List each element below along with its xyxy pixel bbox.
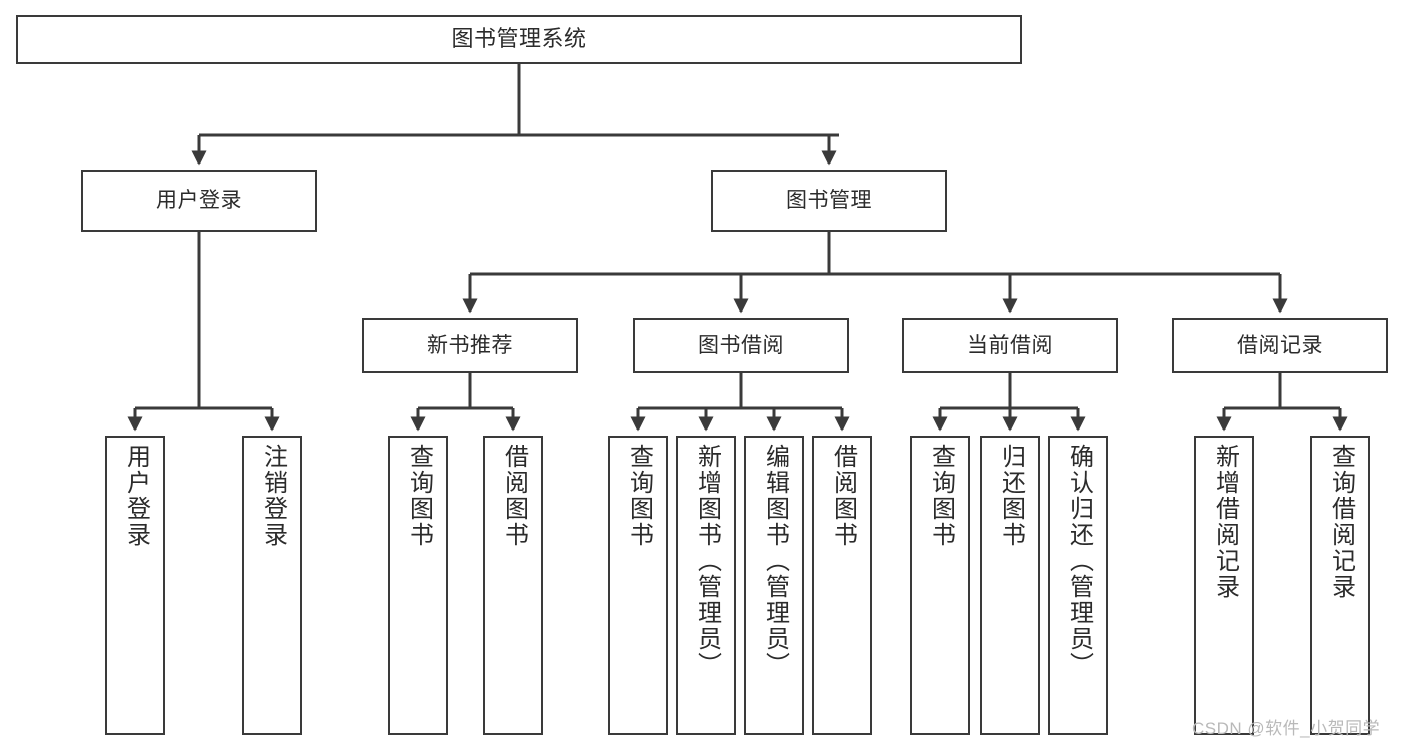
node-user-login[interactable]: 用户登录 — [81, 170, 317, 232]
node-new-book-recommend[interactable]: 新书推荐 — [362, 318, 578, 373]
leaf-node[interactable]: 用户登录 — [105, 436, 165, 735]
leaf-node[interactable]: 查询图书 — [608, 436, 668, 735]
leaf-node[interactable]: 查询图书 — [388, 436, 448, 735]
leaf-node[interactable]: 新增借阅记录 — [1194, 436, 1254, 735]
leaf-node[interactable]: 新增图书（管理员） — [676, 436, 736, 735]
leaf-node-label: 归还图书 — [997, 444, 1025, 548]
node-borrow-record[interactable]: 借阅记录 — [1172, 318, 1388, 373]
node-current-borrow[interactable]: 当前借阅 — [902, 318, 1118, 373]
leaf-node-label: 查询图书 — [405, 444, 433, 548]
leaf-node-label: 新增图书（管理员） — [693, 444, 721, 678]
node-user-login-label: 用户登录 — [156, 189, 242, 213]
leaf-node-label: 编辑图书（管理员） — [761, 444, 789, 678]
leaf-node[interactable]: 借阅图书 — [483, 436, 543, 735]
node-current-borrow-label: 当前借阅 — [967, 333, 1053, 357]
node-new-book-recommend-label: 新书推荐 — [427, 333, 513, 357]
leaf-node[interactable]: 查询图书 — [910, 436, 970, 735]
leaf-node-label: 借阅图书 — [829, 444, 857, 548]
leaf-node[interactable]: 借阅图书 — [812, 436, 872, 735]
leaf-node-label: 查询借阅记录 — [1327, 444, 1355, 600]
leaf-node-label: 新增借阅记录 — [1211, 444, 1239, 600]
node-book-borrow[interactable]: 图书借阅 — [633, 318, 849, 373]
node-book-borrow-label: 图书借阅 — [698, 333, 784, 357]
leaf-node[interactable]: 注销登录 — [242, 436, 302, 735]
leaf-node-label: 查询图书 — [625, 444, 653, 548]
node-root-label: 图书管理系统 — [451, 26, 587, 52]
leaf-node-label: 借阅图书 — [500, 444, 528, 548]
node-book-management-label: 图书管理 — [786, 189, 872, 213]
leaf-node-label: 确认归还（管理员） — [1065, 444, 1093, 678]
leaf-node-label: 用户登录 — [122, 444, 150, 548]
watermark: CSDN @软件_小贺同学 — [1192, 719, 1381, 738]
leaf-node[interactable]: 查询借阅记录 — [1310, 436, 1370, 735]
node-borrow-record-label: 借阅记录 — [1237, 333, 1323, 357]
leaf-node-label: 查询图书 — [927, 444, 955, 548]
node-book-management[interactable]: 图书管理 — [711, 170, 947, 232]
leaf-node[interactable]: 归还图书 — [980, 436, 1040, 735]
leaf-node[interactable]: 确认归还（管理员） — [1048, 436, 1108, 735]
leaf-node[interactable]: 编辑图书（管理员） — [744, 436, 804, 735]
node-root[interactable]: 图书管理系统 — [16, 15, 1022, 64]
leaf-node-label: 注销登录 — [259, 444, 287, 548]
